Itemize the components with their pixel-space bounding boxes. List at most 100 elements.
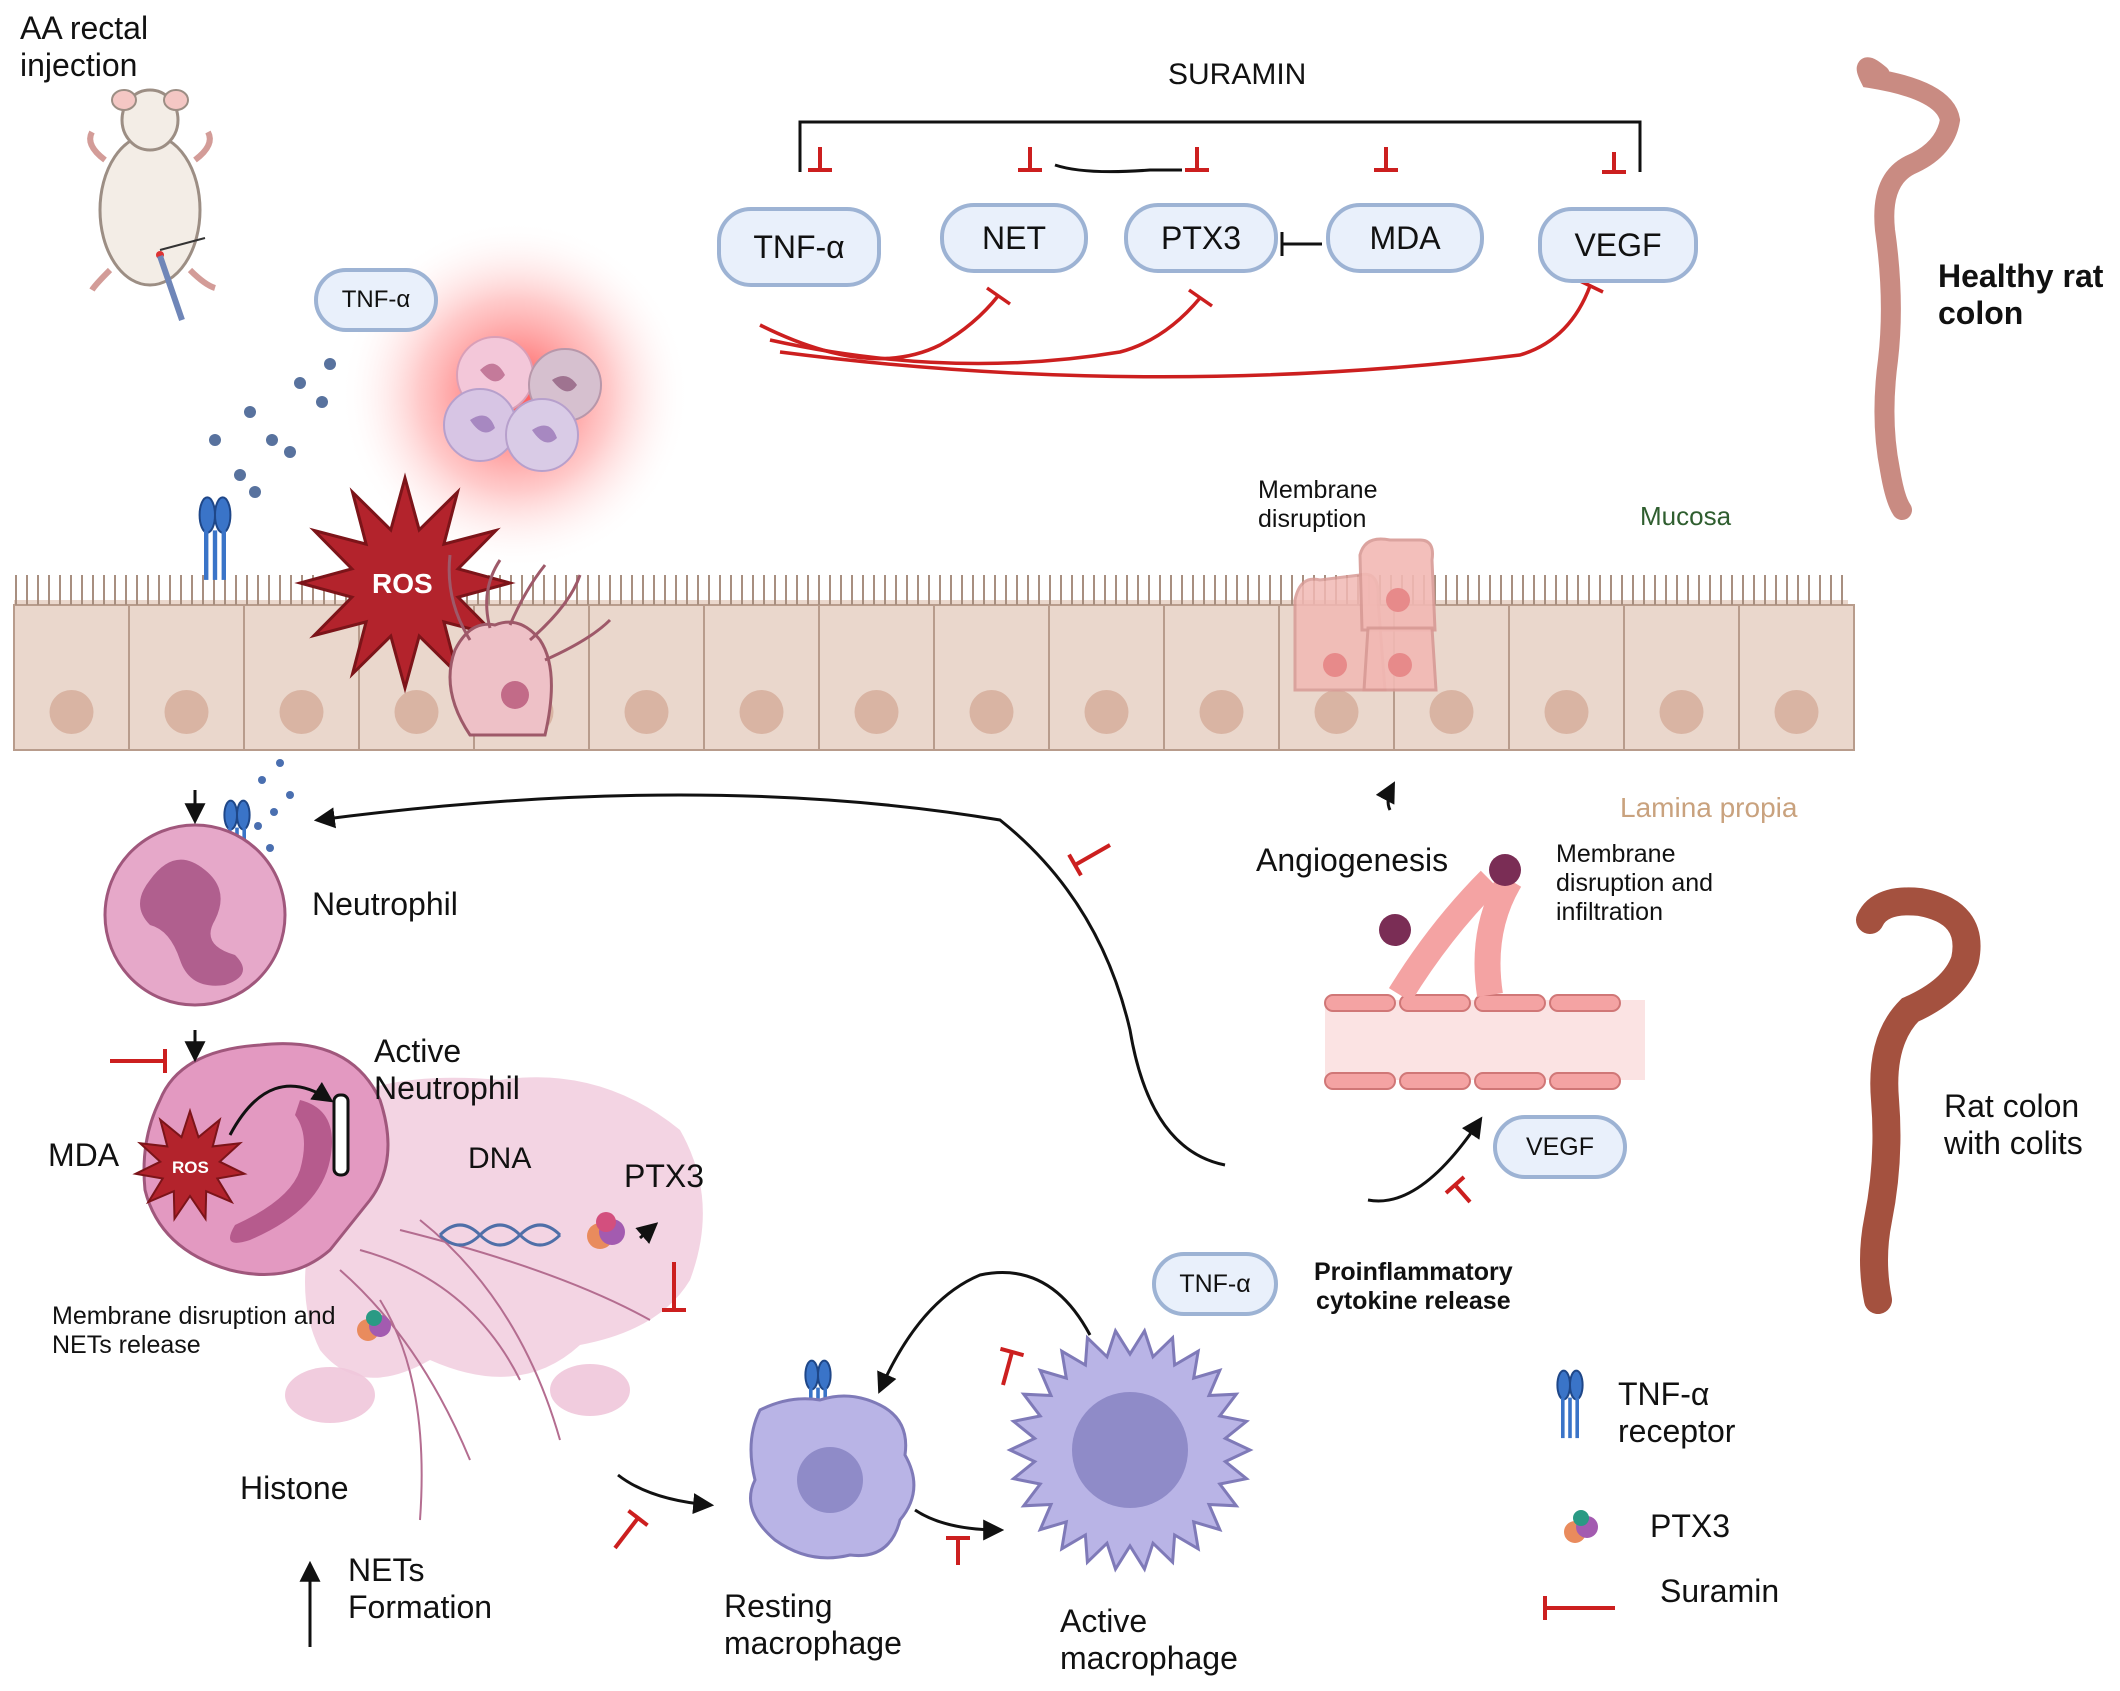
tnf-particle xyxy=(254,822,262,830)
tnf-particle xyxy=(270,808,278,816)
ptx3-label: PTX3 xyxy=(624,1158,705,1194)
mucosa-label: Mucosa xyxy=(1640,501,1732,531)
cell-nucleus xyxy=(854,690,899,734)
nets-cloud xyxy=(285,1077,703,1521)
ros-burst-icon xyxy=(294,472,516,694)
intestinal-epithelium xyxy=(13,575,1855,751)
tnf-particle xyxy=(284,446,296,458)
cell-nucleus xyxy=(279,690,324,734)
colitis-colon-label: Rat colon with colits xyxy=(1944,1088,2083,1161)
tnf-particle xyxy=(266,434,278,446)
legend-ptx3-label: PTX3 xyxy=(1650,1508,1731,1544)
cell-nucleus xyxy=(739,690,784,734)
cell-nucleus xyxy=(164,690,209,734)
cell-nucleus xyxy=(1084,690,1129,734)
ros-small-label: ROS xyxy=(172,1158,209,1177)
proinflammatory-label: Proinflammatory cytokine release xyxy=(1314,1258,1513,1315)
inhibition-tee xyxy=(946,1536,970,1565)
tnf-alpha-right-pill: TNF-α xyxy=(1152,1252,1278,1316)
aa-injection-label: AA rectal injection xyxy=(20,10,149,83)
cell-nucleus xyxy=(1659,690,1704,734)
ptx3-inhibition-from-mda xyxy=(1280,232,1322,256)
inhibition-tee xyxy=(1067,843,1111,877)
suramin-inhibition-marks-body xyxy=(110,843,1472,1565)
legend-suramin-label: Suramin xyxy=(1660,1573,1780,1609)
membrane-disruption-label: Membrane disruption xyxy=(1258,476,1378,533)
infiltration-label: Membrane disruption and infiltration xyxy=(1556,840,1714,926)
tnf-particle xyxy=(286,791,294,799)
cell-nucleus xyxy=(969,690,1014,734)
angiogenesis-label: Angiogenesis xyxy=(1256,842,1449,878)
inhibition-tee xyxy=(1602,152,1626,174)
active-macrophage-cell xyxy=(1006,1327,1254,1573)
mda-pill: MDA xyxy=(1326,203,1484,273)
inhibition-tee xyxy=(1018,147,1042,172)
legend-suramin-icon xyxy=(1543,1596,1615,1620)
tnf-receptor-icon xyxy=(198,496,232,580)
tuft-cell xyxy=(447,554,612,737)
flow-arrows xyxy=(184,781,1483,1647)
neutrophil-cluster xyxy=(443,336,602,472)
colitis-colon-illustration xyxy=(1856,887,1981,1314)
net-pill: NET xyxy=(940,203,1088,273)
mda-label: MDA xyxy=(48,1137,120,1173)
inhibition-tee xyxy=(1185,147,1209,172)
tnf-particle xyxy=(266,844,274,852)
inhibition-tee xyxy=(999,1346,1025,1386)
legend-tnf-receptor-label: TNF-α receptor xyxy=(1618,1376,1736,1449)
ptx3-pill: PTX3 xyxy=(1124,203,1278,273)
active-neutrophil-label: Active Neutrophil xyxy=(374,1033,520,1106)
ptx3-icon xyxy=(587,1212,625,1249)
vegf-small-pill: VEGF xyxy=(1493,1115,1627,1179)
resting-macrophage-label: Resting macrophage xyxy=(724,1588,902,1661)
nets-formation-label: NETs Formation xyxy=(348,1552,493,1625)
inhibition-tee xyxy=(808,147,832,172)
tnf-particle xyxy=(316,396,328,408)
tnf-particle xyxy=(276,759,284,767)
cell-nucleus xyxy=(624,690,669,734)
cell-nucleus xyxy=(394,690,439,734)
cell-nucleus xyxy=(1774,690,1819,734)
blood-vessel xyxy=(1324,854,1645,1090)
healthy-colon-label: Healthy rat colon xyxy=(1938,258,2104,331)
inhibition-tee xyxy=(1444,1175,1472,1204)
healthy-colon-illustration xyxy=(1856,57,1961,520)
cell-nucleus xyxy=(1544,690,1589,734)
suramin-title: SURAMIN xyxy=(1168,58,1307,91)
tnf-particle xyxy=(294,377,306,389)
dna-label: DNA xyxy=(468,1142,532,1175)
ptx3-icon-small xyxy=(357,1310,391,1341)
legend-ptx3-icon xyxy=(1564,1510,1598,1543)
red-inhibition-curves xyxy=(759,278,1604,379)
ros-label: ROS xyxy=(372,568,433,599)
suramin-inhibition-marks xyxy=(808,147,1626,174)
tnf-particle xyxy=(249,486,261,498)
tnf-particle xyxy=(258,776,266,784)
cell-nucleus xyxy=(49,690,94,734)
inhibition-tee xyxy=(1374,147,1398,172)
disrupted-cells xyxy=(1293,537,1438,692)
lamina-propia-label: Lamina propia xyxy=(1620,792,1798,823)
neutrophil-cell xyxy=(103,823,287,1007)
tnf-particle xyxy=(244,406,256,418)
cell-nucleus xyxy=(1199,690,1244,734)
cell-nucleus xyxy=(1314,690,1359,734)
suramin-bracket xyxy=(798,120,1642,174)
tnf-alpha-pill: TNF-α xyxy=(717,207,881,287)
inhibition-tee xyxy=(662,1262,686,1312)
tnf-particle xyxy=(209,434,221,446)
tnf-particle xyxy=(324,358,336,370)
neutrophil-label: Neutrophil xyxy=(312,886,458,922)
inhibition-tee xyxy=(613,1509,649,1550)
legend-tnf-receptor-icon xyxy=(1556,1369,1584,1439)
vegf-pill: VEGF xyxy=(1538,207,1698,283)
nets-release-label: Membrane disruption and NETs release xyxy=(52,1302,336,1359)
tnf-receptor-icon xyxy=(1556,1369,1584,1439)
active-macrophage-label: Active macrophage xyxy=(1060,1603,1238,1676)
cell-nucleus xyxy=(1429,690,1474,734)
histone-label: Histone xyxy=(240,1470,349,1506)
tnf-particle xyxy=(234,469,246,481)
inhibition-tee xyxy=(110,1049,167,1073)
rat-illustration xyxy=(87,88,217,321)
